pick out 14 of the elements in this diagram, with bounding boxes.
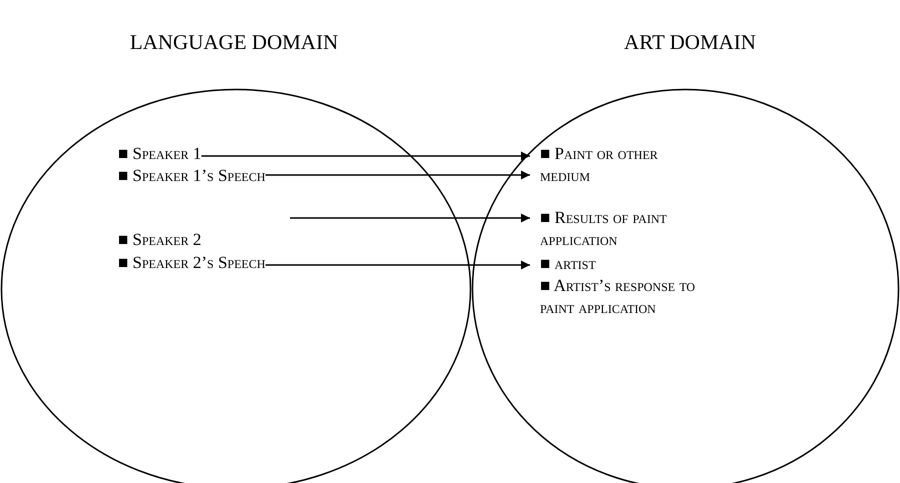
list-item: ■ artist bbox=[530, 253, 710, 275]
arrow bbox=[265, 170, 530, 180]
arrow bbox=[265, 260, 530, 270]
arrow bbox=[290, 214, 530, 222]
list-item: ■ Speaker 2 bbox=[118, 229, 202, 251]
list-item: ■ Paint or other medium bbox=[530, 143, 710, 187]
domain-title: ART DOMAIN bbox=[624, 30, 756, 55]
list-item: ■ Speaker 1’s Speech bbox=[118, 165, 266, 187]
list-item: ■ Artist’s response to paint application bbox=[530, 275, 730, 319]
list-item: ■ Speaker 2’s Speech bbox=[118, 252, 266, 274]
arrow bbox=[201, 152, 530, 160]
list-item: ■ Speaker 1 bbox=[118, 143, 202, 165]
domain-title: LANGUAGE DOMAIN bbox=[130, 30, 338, 55]
list-item: ■ Results of paint application bbox=[530, 207, 710, 251]
